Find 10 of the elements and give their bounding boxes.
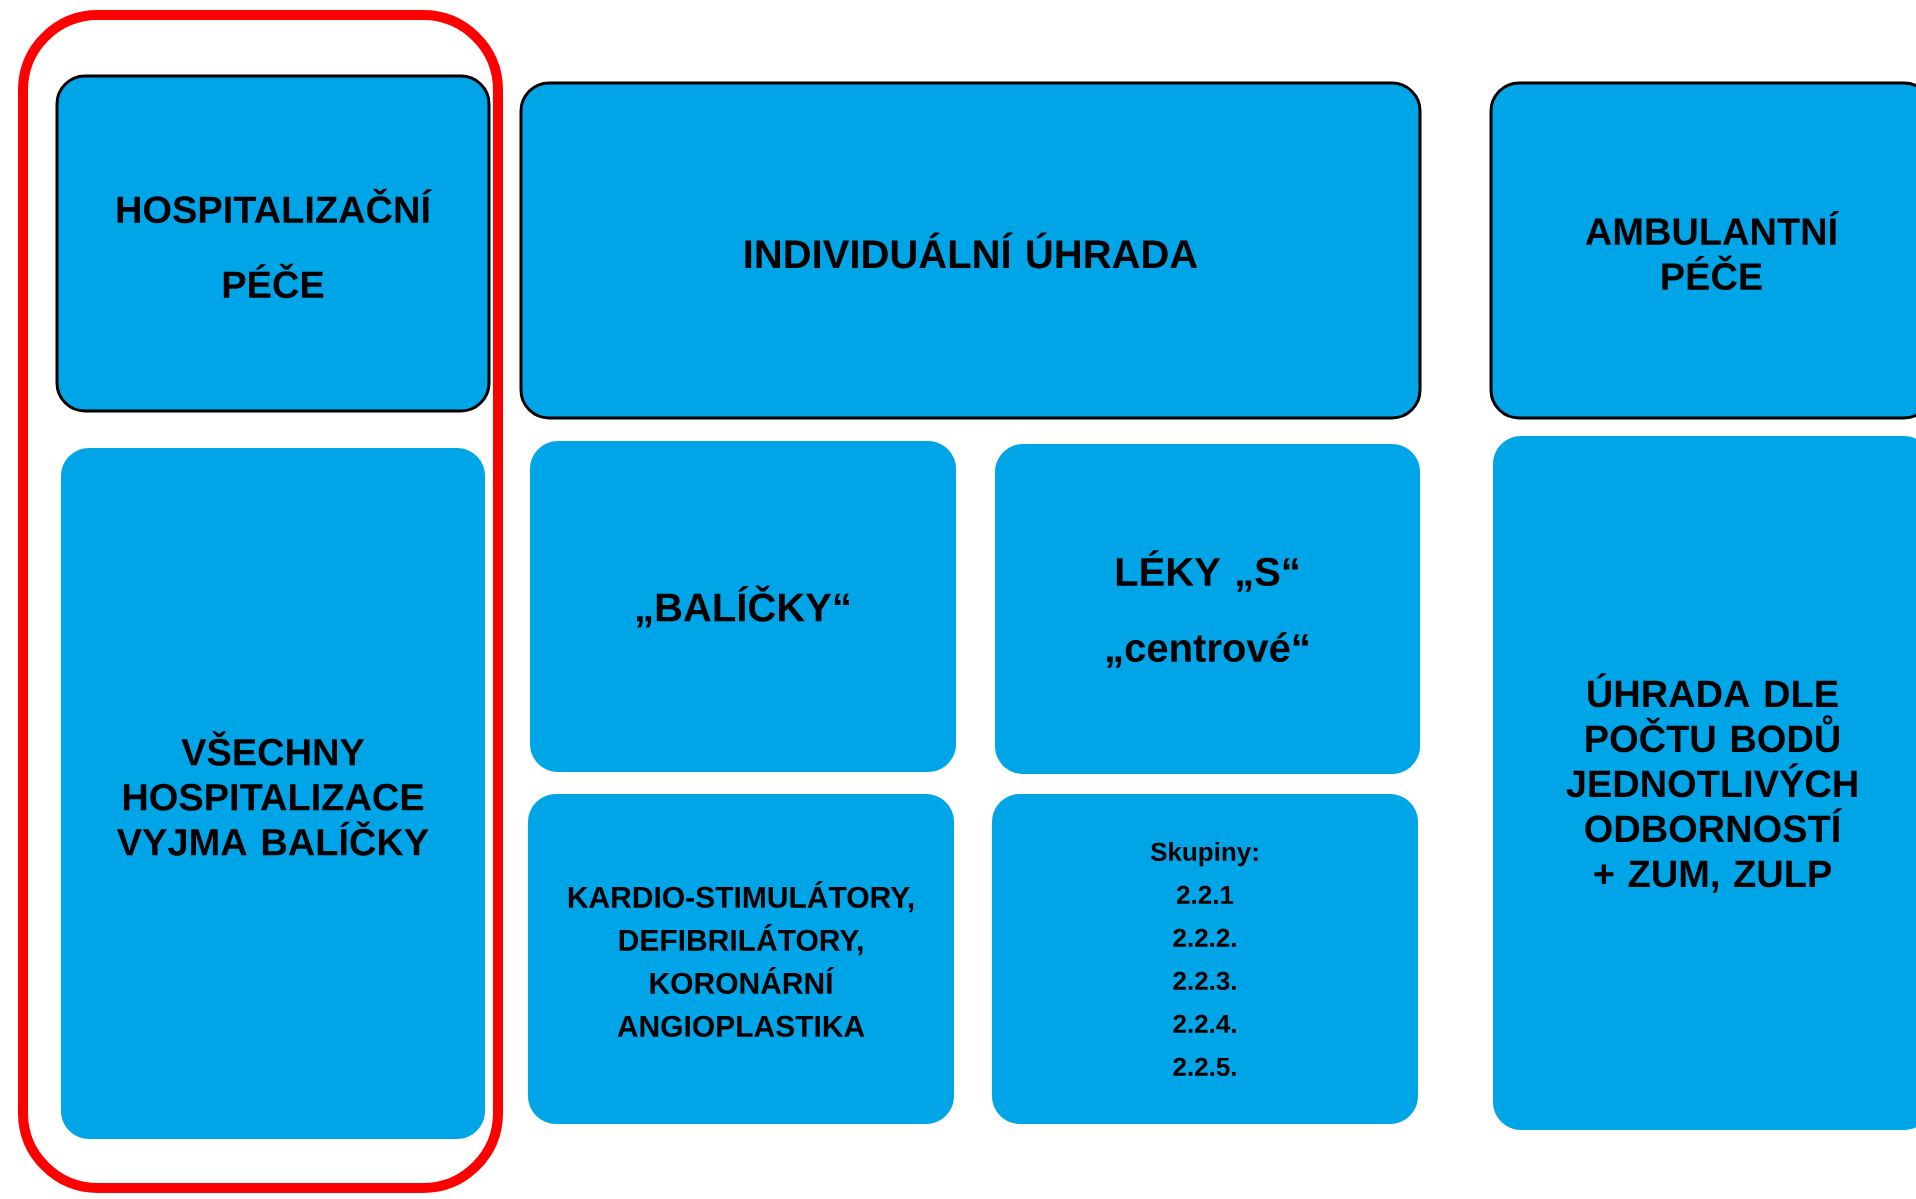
highlight-frame — [18, 10, 503, 1193]
category-box: KARDIO-STIMULÁTORY, DEFIBRILÁTORY, KORONÁRNÍ ANGIOPLASTIKA — [528, 794, 954, 1124]
category-box: VŠECHNY HOSPITALIZACE VYJMA BALÍČKY — [61, 448, 485, 1139]
category-box: AMBULANTNÍ PÉČE — [1489, 81, 1916, 420]
category-box: LÉKY „S“ „centrové“ — [995, 444, 1420, 774]
category-box: INDIVIDUÁLNÍ ÚHRADA — [519, 81, 1422, 420]
category-box: Skupiny: 2.2.1 2.2.2. 2.2.3. 2.2.4. 2.2.5. — [992, 794, 1418, 1124]
category-box: „BALÍČKY“ — [530, 441, 956, 772]
category-box: HOSPITALIZAČNÍ PÉČE — [55, 74, 491, 413]
category-box: ÚHRADA DLE POČTU BODŮ JEDNOTLIVÝCH ODBORNOSTÍ + ZUM, ZULP — [1493, 436, 1916, 1130]
